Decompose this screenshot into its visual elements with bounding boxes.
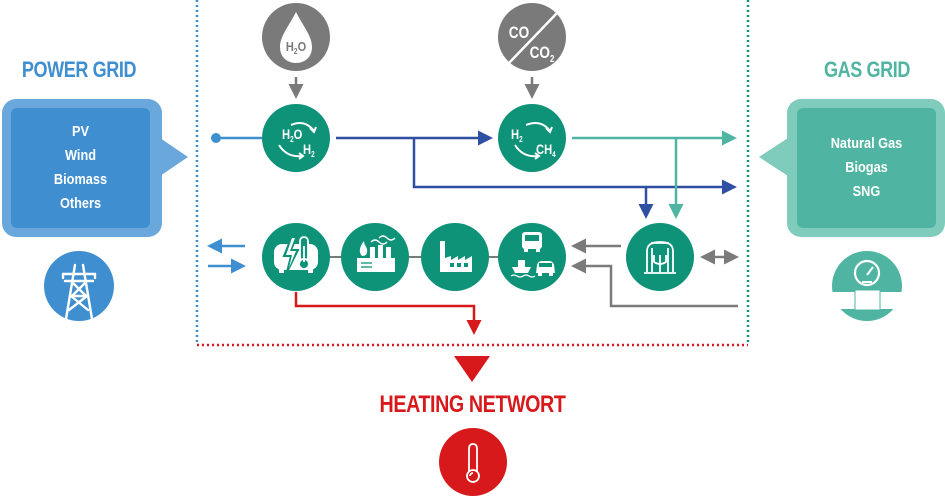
carbon-label-co2: CO bbox=[530, 44, 550, 63]
gas-grid-to-mobility-arrow bbox=[571, 258, 738, 308]
electrolysis-in-sub: 2 bbox=[290, 134, 294, 144]
power-plant-icon bbox=[357, 235, 396, 272]
svg-text:H2: H2 bbox=[511, 127, 523, 144]
water-label-o: O bbox=[298, 39, 307, 54]
heat-to-heating-network-arrow bbox=[294, 292, 482, 335]
heating-network-node bbox=[439, 428, 507, 496]
gas-grid-title: GAS GRID bbox=[824, 57, 910, 82]
svg-text:H2: H2 bbox=[303, 142, 315, 159]
electrolysis-out-sub: 2 bbox=[311, 149, 315, 159]
factory-icon bbox=[440, 241, 472, 272]
power-source-biomass: Biomass bbox=[53, 171, 108, 188]
electrolysis-cycle-icon bbox=[278, 122, 317, 160]
svg-text:CH4: CH4 bbox=[536, 142, 556, 159]
methanation-out-ch: CH bbox=[536, 142, 552, 157]
electrolysis-out-h: H bbox=[303, 142, 311, 157]
power-grid-title: POWER GRID bbox=[21, 57, 137, 82]
carbon-input-node: CO CO2 bbox=[498, 3, 566, 71]
gas-storage-tank-icon bbox=[644, 241, 676, 274]
methanation-in-h: H bbox=[511, 127, 519, 142]
carbon-oxide-icon bbox=[507, 11, 559, 65]
power-source-pv: PV bbox=[71, 123, 89, 140]
water-label-h: H bbox=[286, 39, 294, 54]
electrolysis-process-node: H2O H2 bbox=[262, 104, 330, 172]
gas-source-natural-gas: Natural Gas bbox=[830, 135, 903, 152]
methanation-in-sub: 2 bbox=[519, 134, 523, 144]
power-source-wind: Wind bbox=[64, 147, 97, 164]
water-drop-icon bbox=[280, 12, 312, 63]
water-input-node: H2O bbox=[262, 3, 330, 71]
methanation-cycle-icon bbox=[514, 122, 553, 160]
transmission-tower-icon bbox=[44, 251, 114, 321]
methanation-out-sub: 4 bbox=[552, 149, 556, 159]
gas-grid-callout bbox=[759, 99, 945, 237]
hydrogen-to-gas-grid-arrow bbox=[412, 138, 737, 195]
power-source-others: Others bbox=[59, 195, 102, 212]
heating-network-title: HEATING NETWORT bbox=[379, 391, 566, 418]
svg-text:H2O: H2O bbox=[286, 39, 306, 56]
electrolysis-in-o: O bbox=[294, 127, 303, 142]
carbon-label-sub: 2 bbox=[550, 53, 554, 64]
svg-text:CO2: CO2 bbox=[530, 44, 555, 65]
water-label-sub: 2 bbox=[294, 46, 298, 56]
gas-grid-sources: Natural Gas Biogas SNG bbox=[807, 132, 925, 204]
power-grid-callout bbox=[2, 99, 188, 237]
electrolysis-in-h: H bbox=[282, 127, 290, 142]
industry-node bbox=[421, 223, 489, 291]
power-grid-sources: PV Wind Biomass Others bbox=[21, 120, 139, 216]
heating-network-pointer bbox=[454, 356, 490, 382]
carbon-label-co: CO bbox=[509, 24, 529, 43]
methanation-process-node: H2 CH4 bbox=[498, 104, 566, 172]
gas-source-biogas: Biogas bbox=[845, 159, 888, 176]
power-plant-node bbox=[341, 223, 409, 291]
gas-storage-node bbox=[626, 223, 694, 291]
gas-meter-icon bbox=[832, 251, 902, 321]
power-heat-storage-icon bbox=[274, 235, 318, 273]
thermometer-icon bbox=[466, 443, 480, 483]
mobility-node bbox=[498, 223, 566, 291]
transport-vehicles-icon bbox=[510, 232, 555, 278]
gas-source-sng: SNG bbox=[852, 183, 881, 200]
power-to-heat-node bbox=[262, 223, 330, 291]
svg-text:H2O: H2O bbox=[282, 127, 302, 144]
